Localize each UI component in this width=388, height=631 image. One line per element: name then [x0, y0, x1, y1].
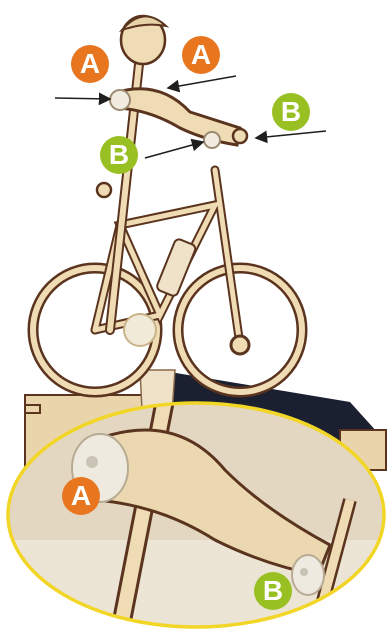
- label-b-upper-right: B: [272, 93, 310, 131]
- front-hub: [231, 336, 249, 354]
- label-a-top-right: A: [182, 36, 220, 74]
- arrow-icon: [256, 131, 326, 138]
- label-b-zoom: B: [254, 572, 292, 610]
- zoomed-pivot-b: [292, 555, 324, 595]
- arrow-icon: [168, 76, 236, 88]
- label-a-zoom: A: [62, 477, 100, 515]
- label-a-top-left: A: [71, 45, 109, 83]
- arrow-icon: [145, 142, 203, 158]
- arrow-icon: [55, 98, 110, 99]
- pivot-b-handlebar: [204, 132, 220, 148]
- pivot-a-shoulder: [110, 90, 130, 110]
- label-b-mid-left: B: [100, 136, 138, 174]
- crank-gear: [124, 314, 156, 346]
